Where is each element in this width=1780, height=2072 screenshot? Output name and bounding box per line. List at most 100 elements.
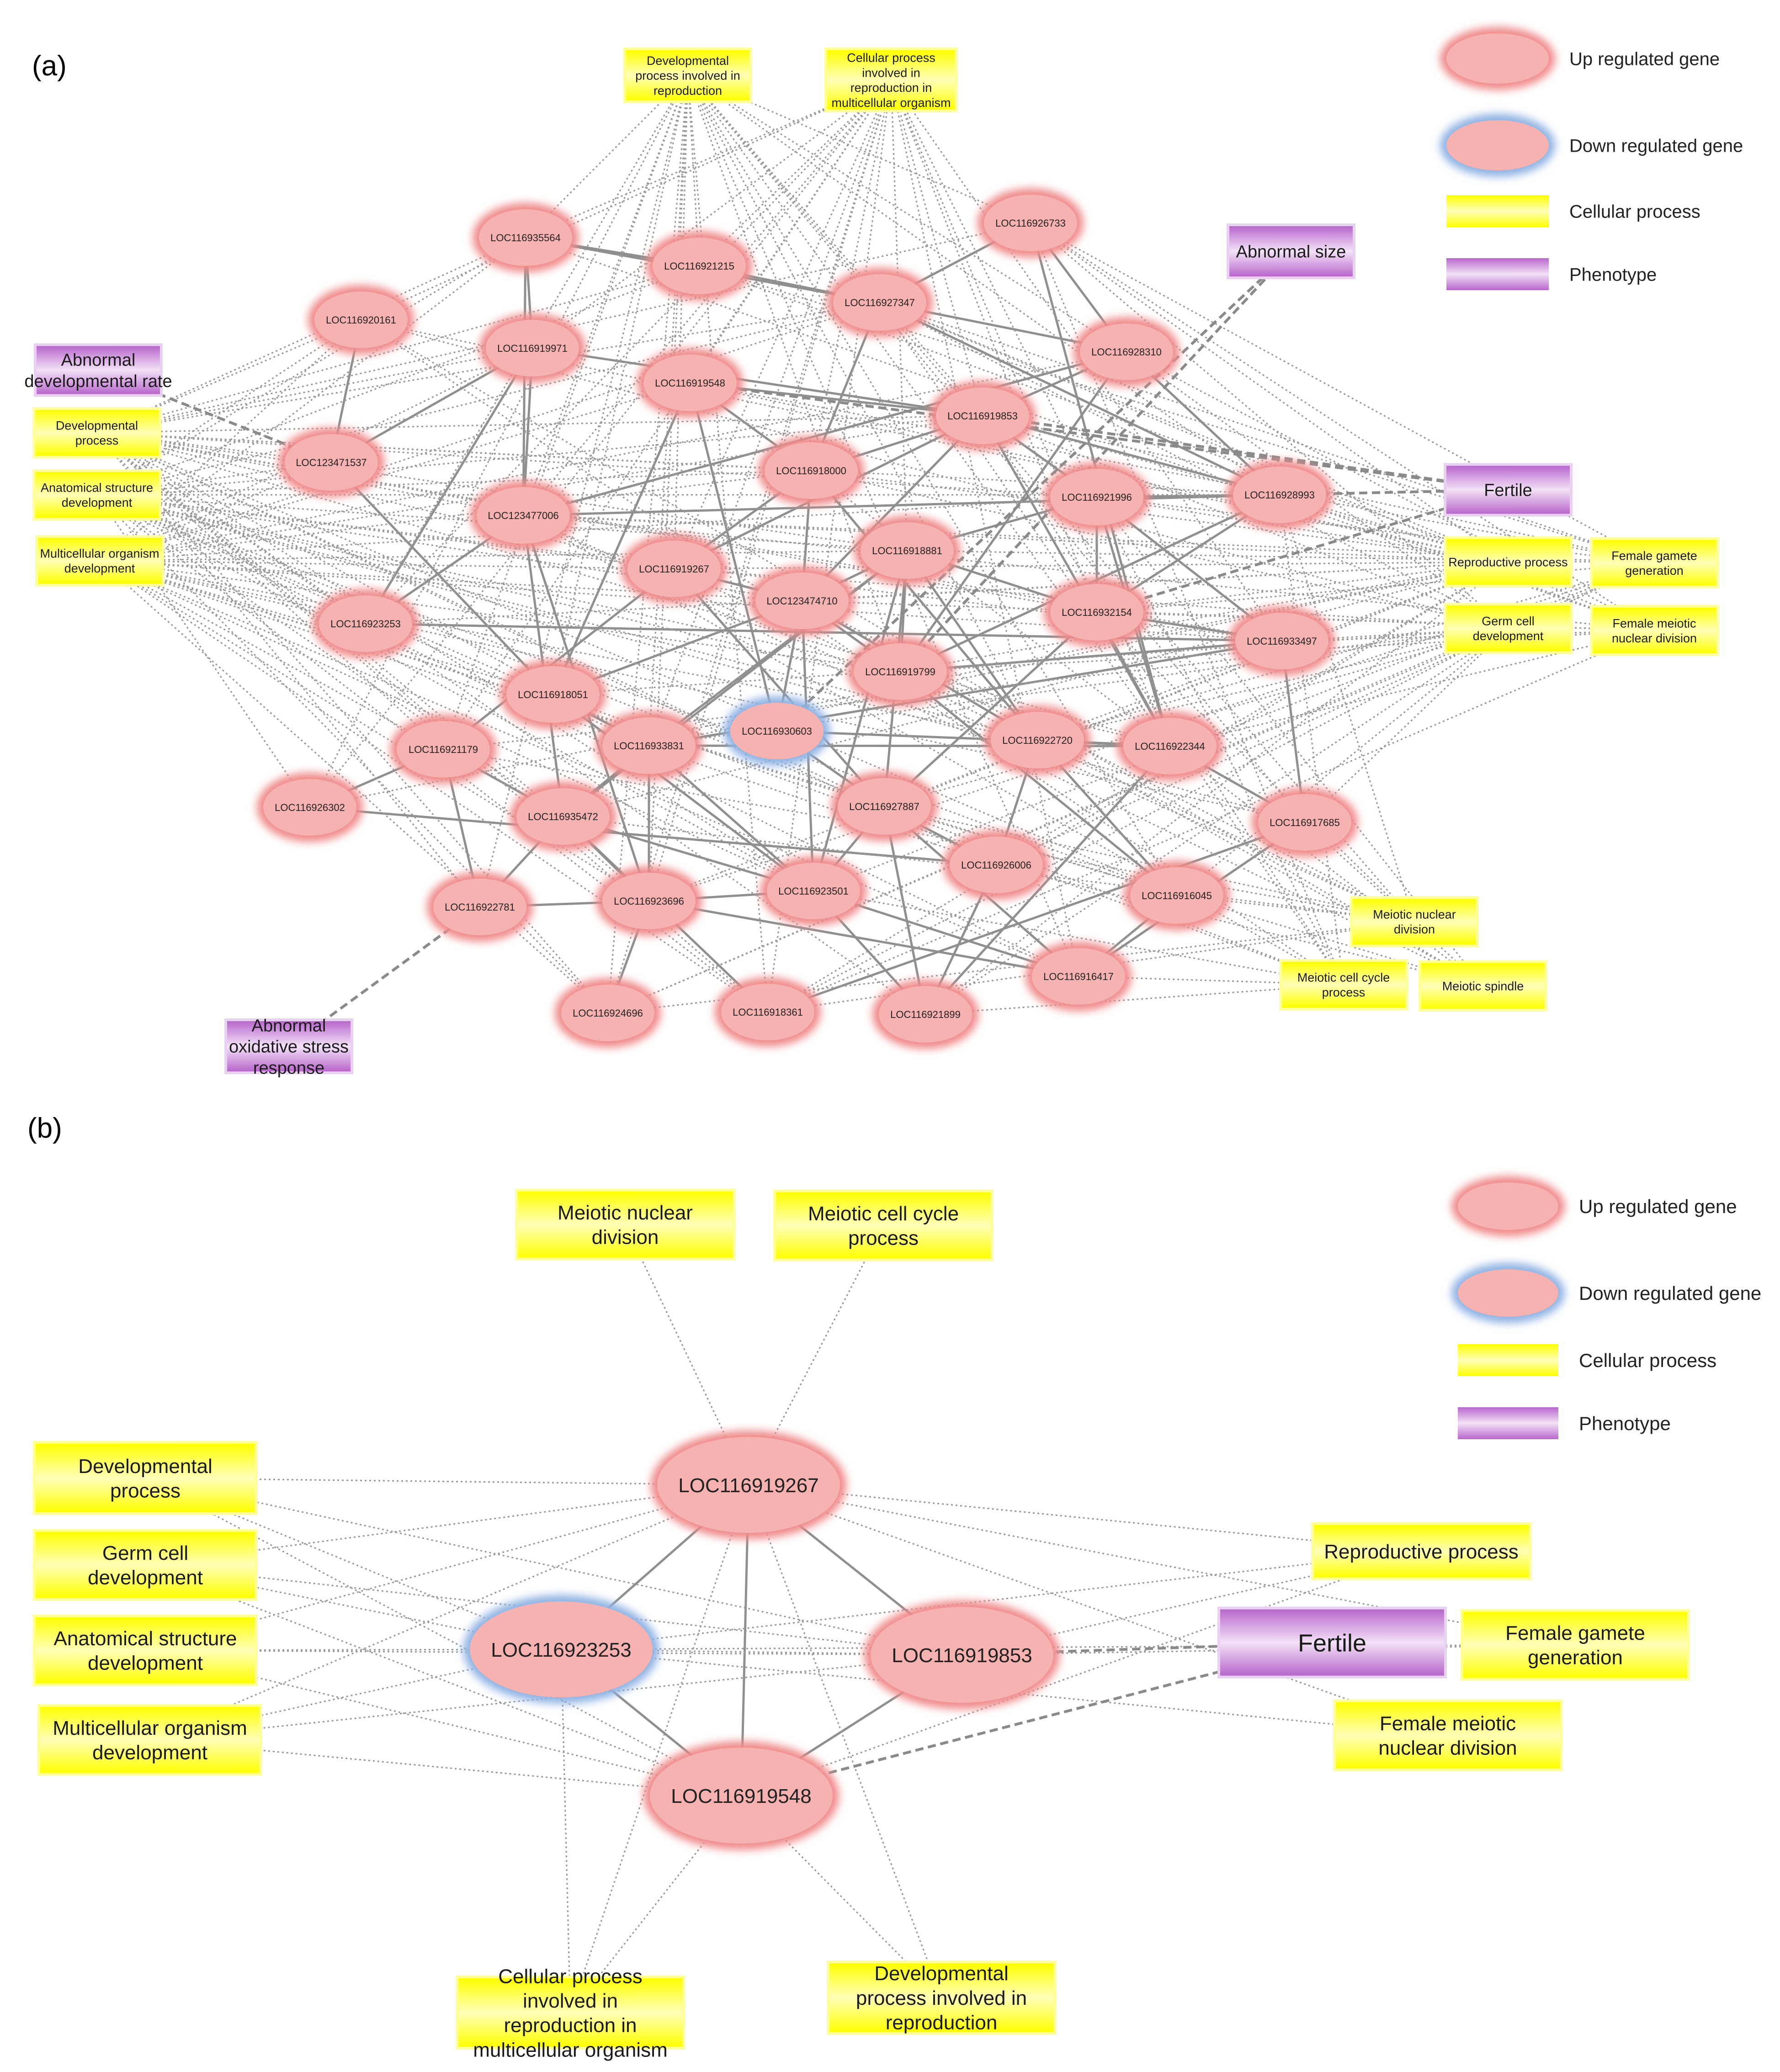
gene-node-b-loc116919267[interactable]: LOC116919267 bbox=[651, 1431, 846, 1539]
network-edge bbox=[890, 79, 983, 416]
gene-node-loc116919267[interactable]: LOC116919267 bbox=[621, 534, 727, 604]
gene-node-loc116916045[interactable]: LOC116916045 bbox=[1124, 861, 1230, 930]
term-node-fertile[interactable]: Fertile bbox=[1444, 463, 1573, 517]
gene-node-loc116927347[interactable]: LOC116927347 bbox=[827, 268, 933, 337]
term-node-repro[interactable]: Reproductive process bbox=[1444, 536, 1573, 588]
gene-node-loc116918051[interactable]: LOC116918051 bbox=[500, 660, 606, 729]
gene-node-loc116923253[interactable]: LOC116923253 bbox=[313, 589, 419, 658]
gene-node-loc116922720[interactable]: LOC116922720 bbox=[984, 705, 1090, 775]
gene-node-loc116920161[interactable]: LOC116920161 bbox=[308, 285, 414, 355]
network-edge bbox=[96, 494, 1079, 977]
gene-node-body bbox=[479, 209, 572, 266]
gene-node-loc116916417[interactable]: LOC116916417 bbox=[1025, 942, 1132, 1011]
legend-swatch bbox=[1458, 1344, 1558, 1376]
gene-node-loc116921215[interactable]: LOC116921215 bbox=[646, 231, 752, 301]
term-node-b-fert[interactable]: Fertile bbox=[1217, 1606, 1447, 1679]
gene-node-loc116919799[interactable]: LOC116919799 bbox=[847, 637, 953, 706]
gene-label: LOC116918881 bbox=[872, 545, 942, 556]
network-edge bbox=[1096, 488, 1509, 614]
gene-node-loc116918000[interactable]: LOC116918000 bbox=[758, 436, 864, 505]
gene-node-loc116923696[interactable]: LOC116923696 bbox=[596, 866, 702, 936]
network-edge bbox=[687, 74, 1280, 496]
gene-node-loc116926006[interactable]: LOC116926006 bbox=[943, 830, 1049, 900]
gene-node-b-loc116919853[interactable]: LOC116919853 bbox=[864, 1600, 1060, 1709]
network-edge bbox=[884, 805, 1415, 922]
gene-node-body bbox=[653, 238, 746, 294]
gene-node-b-loc116923253[interactable]: LOC116923253 bbox=[463, 1595, 659, 1704]
network-edge bbox=[1037, 627, 1509, 741]
term-node-abn-size[interactable]: Abnormal size bbox=[1227, 223, 1355, 279]
term-label: generation bbox=[1625, 564, 1684, 578]
gene-node-loc116935472[interactable]: LOC116935472 bbox=[510, 782, 616, 851]
gene-node-loc116919853[interactable]: LOC116919853 bbox=[930, 381, 1036, 450]
legend-label: Up regulated gene bbox=[1569, 49, 1720, 69]
network-edge bbox=[687, 75, 1038, 741]
network-edge bbox=[1169, 630, 1655, 747]
term-node-b-rp[interactable]: Reproductive process bbox=[1311, 1522, 1531, 1580]
gene-node-loc116933497[interactable]: LOC116933497 bbox=[1229, 606, 1335, 676]
gene-node-loc116921899[interactable]: LOC116921899 bbox=[872, 980, 978, 1049]
gene-node-loc116928993[interactable]: LOC116928993 bbox=[1227, 460, 1333, 530]
term-box bbox=[829, 1963, 1053, 2032]
term-label: process bbox=[848, 1227, 919, 1250]
gene-node-loc116919548[interactable]: LOC116919548 bbox=[637, 348, 743, 418]
term-label: Germ cell bbox=[102, 1542, 188, 1564]
gene-node-loc116918361[interactable]: LOC116918361 bbox=[715, 977, 821, 1047]
gene-node-body bbox=[721, 984, 814, 1040]
gene-node-loc116933831[interactable]: LOC116933831 bbox=[596, 711, 702, 780]
gene-label: LOC116923501 bbox=[778, 885, 849, 897]
term-label: Abnormal bbox=[252, 1016, 326, 1035]
term-label: Meiotic nuclear bbox=[1373, 907, 1456, 921]
gene-node-body bbox=[984, 195, 1077, 251]
gene-node-loc116932154[interactable]: LOC116932154 bbox=[1044, 578, 1150, 647]
gene-node-loc116930603[interactable]: LOC116930603 bbox=[724, 696, 830, 766]
gene-node-loc123474710[interactable]: LOC123474710 bbox=[749, 566, 855, 636]
network-edge bbox=[145, 1477, 962, 1656]
gene-node-loc116922344[interactable]: LOC116922344 bbox=[1117, 711, 1223, 781]
gene-node-loc123477006[interactable]: LOC123477006 bbox=[470, 481, 576, 550]
gene-node-loc123471537[interactable]: LOC123471537 bbox=[278, 428, 384, 497]
gene-node-loc116918881[interactable]: LOC116918881 bbox=[854, 516, 960, 585]
gene-label: LOC116928310 bbox=[1091, 346, 1162, 358]
gene-label: LOC116919548 bbox=[655, 377, 725, 389]
gene-node-loc116917685[interactable]: LOC116917685 bbox=[1252, 788, 1358, 857]
gene-node-loc116919971[interactable]: LOC116919971 bbox=[479, 313, 585, 383]
gene-node-loc116926302[interactable]: LOC116926302 bbox=[257, 773, 363, 842]
gene-node-loc116935564[interactable]: LOC116935564 bbox=[473, 203, 579, 272]
gene-node-loc116926733[interactable]: LOC116926733 bbox=[978, 188, 1084, 258]
term-label: Reproductive process bbox=[1324, 1541, 1519, 1563]
gene-node-b-loc116919548[interactable]: LOC116919548 bbox=[643, 1741, 839, 1850]
gene-node-loc116921179[interactable]: LOC116921179 bbox=[390, 715, 496, 784]
gene-node-loc116928310[interactable]: LOC116928310 bbox=[1073, 317, 1180, 387]
gene-node-loc116927887[interactable]: LOC116927887 bbox=[831, 772, 937, 841]
term-label: process bbox=[75, 434, 119, 447]
gene-node-loc116924696[interactable]: LOC116924696 bbox=[555, 978, 661, 1048]
gene-node-loc116921996[interactable]: LOC116921996 bbox=[1044, 462, 1150, 532]
gene-node-loc116922781[interactable]: LOC116922781 bbox=[427, 872, 533, 942]
term-node-spindle[interactable]: Meiotic spindle bbox=[1419, 960, 1547, 1012]
gene-node-loc116923501[interactable]: LOC116923501 bbox=[760, 856, 866, 926]
term-box bbox=[1314, 1525, 1529, 1578]
